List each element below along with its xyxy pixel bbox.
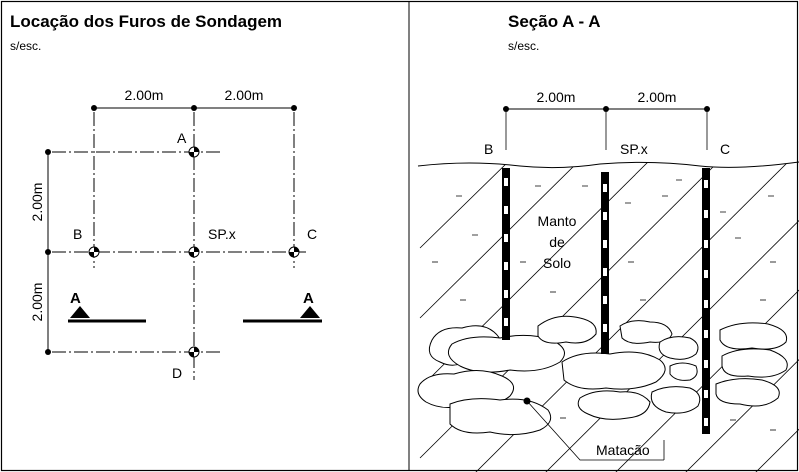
section-label-sp: SP.x [620,141,648,157]
plan-view: Locação dos Furos de Sondagem s/esc. 2.0… [10,12,322,381]
boulder [449,398,552,436]
section-label-b: B [484,141,493,157]
plan-dim-x1: 2.00m [125,87,164,103]
boulder [577,390,651,420]
borehole-symbol [188,146,200,158]
plan-dim-y2: 2.00m [29,283,45,322]
dim-node [191,105,197,111]
section-dim-x1: 2.00m [537,89,576,105]
soil-label-line1: Manto [538,213,577,229]
boulder [417,370,515,408]
boulder [658,336,699,360]
plan-dim-y1: 2.00m [29,183,45,222]
boulder [715,378,780,407]
borehole-column-sp [601,172,609,354]
boulder [721,348,788,378]
borehole-symbol [188,346,200,358]
plan-label-c: C [307,226,317,242]
dim-node [291,105,297,111]
borehole-symbol [88,246,100,258]
boulder [669,362,698,381]
boulder [447,334,565,373]
section-view: Seção A - A s/esc. 2.00m 2.00m [417,12,799,472]
dim-node [503,106,509,112]
borehole-column-b [502,168,510,340]
dim-node [45,349,51,355]
dim-node [704,106,710,112]
plan-label-sp: SP.x [208,226,236,242]
borehole-symbol [188,246,200,258]
boulder [719,322,788,350]
dim-node [45,249,51,255]
boulder-label: Matacão [596,442,650,458]
section-marker-label-right: A [303,290,314,307]
section-label-c: C [720,141,730,157]
section-marker-label-left: A [70,290,81,307]
boulder [619,320,673,344]
dim-node [91,105,97,111]
plan-title: Locação dos Furos de Sondagem [10,12,282,31]
borehole-symbol [288,246,300,258]
boulder-layer [417,315,788,436]
section-dim-x2: 2.00m [638,89,677,105]
section-marker-left: A [68,290,146,323]
boulder [537,315,597,344]
leader-line [526,400,664,461]
ground-surface [417,161,799,169]
plan-label-d: D [172,365,182,381]
plan-scale: s/esc. [10,39,41,53]
boulder [561,351,666,390]
dim-node [45,149,51,155]
section-scale: s/esc. [508,39,539,53]
plan-label-a: A [177,130,187,146]
section-title: Seção A - A [508,12,601,31]
plan-label-b: B [73,226,82,242]
soil-label-line3: Solo [543,255,571,271]
plan-dim-x2: 2.00m [225,87,264,103]
dim-node [603,106,609,112]
borehole-column-c [702,168,710,434]
section-marker-right: A [243,290,322,323]
soil-label-line2: de [549,234,565,250]
boulder [650,386,701,414]
